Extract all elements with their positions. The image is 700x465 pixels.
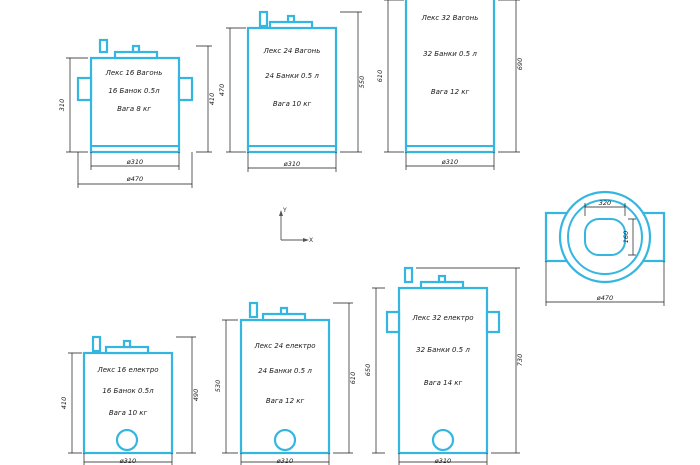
tank-name-label: Лекс 24 електро	[253, 342, 315, 350]
tank-body	[404, 0, 496, 154]
dimension-line	[628, 218, 636, 256]
dimension-height-total: 690	[516, 58, 524, 70]
dimension-line	[77, 152, 193, 188]
dimension-line	[384, 0, 404, 153]
dimension-line	[340, 11, 362, 153]
heating-element	[431, 428, 455, 452]
tank-body	[89, 56, 181, 154]
dimension-diameter: ø310	[434, 457, 451, 465]
dimension-line	[372, 287, 385, 454]
tank-name-label: Лекс 16 Вагонь	[105, 69, 163, 77]
dimension-height-total: 490	[192, 389, 200, 401]
dimension-diameter: ø310	[441, 158, 458, 166]
dimension-diameter: ø310	[276, 457, 293, 465]
tank-lex24-gas: Лекс 24 Вагонь 24 Банки 0.5 л Вага 10 кг…	[218, 10, 366, 172]
lid-knob	[286, 14, 296, 24]
dimension-line	[66, 57, 88, 153]
heating-element	[273, 428, 297, 452]
tank-cans-label: 32 Банки 0.5 л	[423, 50, 477, 58]
tank-cans-label: 24 Банки 0.5 л	[265, 72, 319, 80]
dimension-line	[584, 203, 626, 216]
heating-element	[115, 428, 139, 452]
dimension-b: 160	[622, 231, 630, 243]
tank-lex16-gas: Лекс 16 Вагонь 16 Банок 0.5л Вага 8 кг ø…	[58, 38, 216, 188]
axis-arrows	[279, 210, 309, 242]
dimension-overall: ø470	[126, 175, 143, 183]
dimension-line	[416, 267, 520, 454]
tank-side-handle	[177, 76, 194, 102]
dimension-line	[176, 336, 196, 454]
dimension-line	[498, 0, 520, 153]
tank-lex32-electric: Лекс 32 електро 32 Банки 0.5 л Вага 14 к…	[364, 266, 524, 465]
dimension-diameter: ø310	[126, 158, 143, 166]
tank-cans-label: 16 Банок 0.5л	[102, 387, 154, 395]
pressure-valve	[258, 10, 269, 28]
tank-body	[246, 26, 338, 154]
dimension-height: 310	[58, 99, 66, 111]
axis-x-label: X	[309, 237, 313, 244]
top-view-lid	[584, 218, 626, 256]
dimension-line	[405, 152, 495, 170]
tank-weight-label: Вага 12 кг	[431, 88, 470, 96]
tank-weight-label: Вага 10 кг	[109, 409, 148, 417]
tank-weight-label: Вага 10 кг	[273, 100, 312, 108]
dimension-line	[196, 45, 212, 153]
dimension-line	[333, 302, 353, 454]
tank-lex16-electric: Лекс 16 електро 16 Банок 0.5л Вага 10 кг…	[60, 335, 200, 465]
dimension-height: 470	[218, 84, 226, 96]
tank-lex24-electric: Лекс 24 електро 24 Банки 0.5 л Вага 12 к…	[214, 301, 357, 465]
dimension-line	[83, 453, 173, 465]
dimension-overall: ø470	[596, 294, 613, 302]
dimension-line	[545, 261, 665, 306]
lid-knob	[437, 274, 447, 284]
axis-y-label: Y	[282, 207, 287, 214]
top-view-outer-circle	[558, 190, 652, 284]
top-view-inner-circle	[567, 199, 643, 275]
dimension-height-total: 550	[358, 76, 366, 88]
dimension-diameter: ø310	[283, 160, 300, 168]
tank-cans-label: 24 Банки 0.5 л	[258, 367, 312, 375]
lid-knob	[279, 306, 289, 316]
tank-top-view: 320 160 ø470	[544, 190, 666, 306]
lid-knob	[122, 339, 132, 349]
dimension-line	[398, 453, 488, 465]
tank-weight-label: Вага 12 кг	[266, 397, 305, 405]
dimension-height: 530	[214, 380, 222, 392]
coordinate-axes: Y X	[279, 207, 313, 244]
dimension-height: 610	[376, 70, 384, 82]
dimension-line	[222, 319, 238, 454]
dimension-height: 410	[60, 397, 68, 409]
tank-side-handle	[385, 310, 401, 334]
tank-weight-label: Вага 14 кг	[424, 379, 463, 387]
dimension-height-total: 610	[349, 372, 357, 384]
dimension-line	[247, 152, 337, 172]
tank-cans-label: 16 Банок 0.5л	[108, 87, 160, 95]
pressure-valve	[248, 301, 259, 319]
dimension-height-total: 730	[516, 354, 524, 366]
tank-name-label: Лекс 32 електро	[411, 314, 473, 322]
tank-side-handle	[485, 310, 501, 334]
dimension-a: 320	[599, 199, 611, 207]
tank-weight-label: Вага 8 кг	[117, 105, 151, 113]
tank-cans-label: 32 Банки 0.5 л	[416, 346, 470, 354]
dimension-diameter: ø310	[119, 457, 136, 465]
tank-lex32-gas: Лекс 32 Вагонь 32 Банки 0.5 л Вага 12 кг…	[376, 0, 524, 170]
tank-body	[397, 286, 489, 455]
axis-lines	[280, 212, 307, 241]
pressure-valve	[91, 335, 102, 353]
dimension-height-total: 410	[208, 93, 216, 105]
dimension-line	[68, 352, 82, 454]
tank-name-label: Лекс 32 Вагонь	[421, 14, 479, 22]
dimension-line	[240, 453, 330, 465]
tank-name-label: Лекс 16 електро	[96, 366, 158, 374]
lid-knob	[131, 44, 141, 54]
pressure-valve	[98, 38, 109, 54]
dimension-line	[90, 152, 180, 170]
tank-side-handle	[76, 76, 93, 102]
dimension-line	[226, 27, 246, 153]
tank-name-label: Лекс 24 Вагонь	[263, 47, 321, 55]
dimension-height: 650	[364, 364, 372, 376]
pressure-valve	[403, 266, 414, 284]
